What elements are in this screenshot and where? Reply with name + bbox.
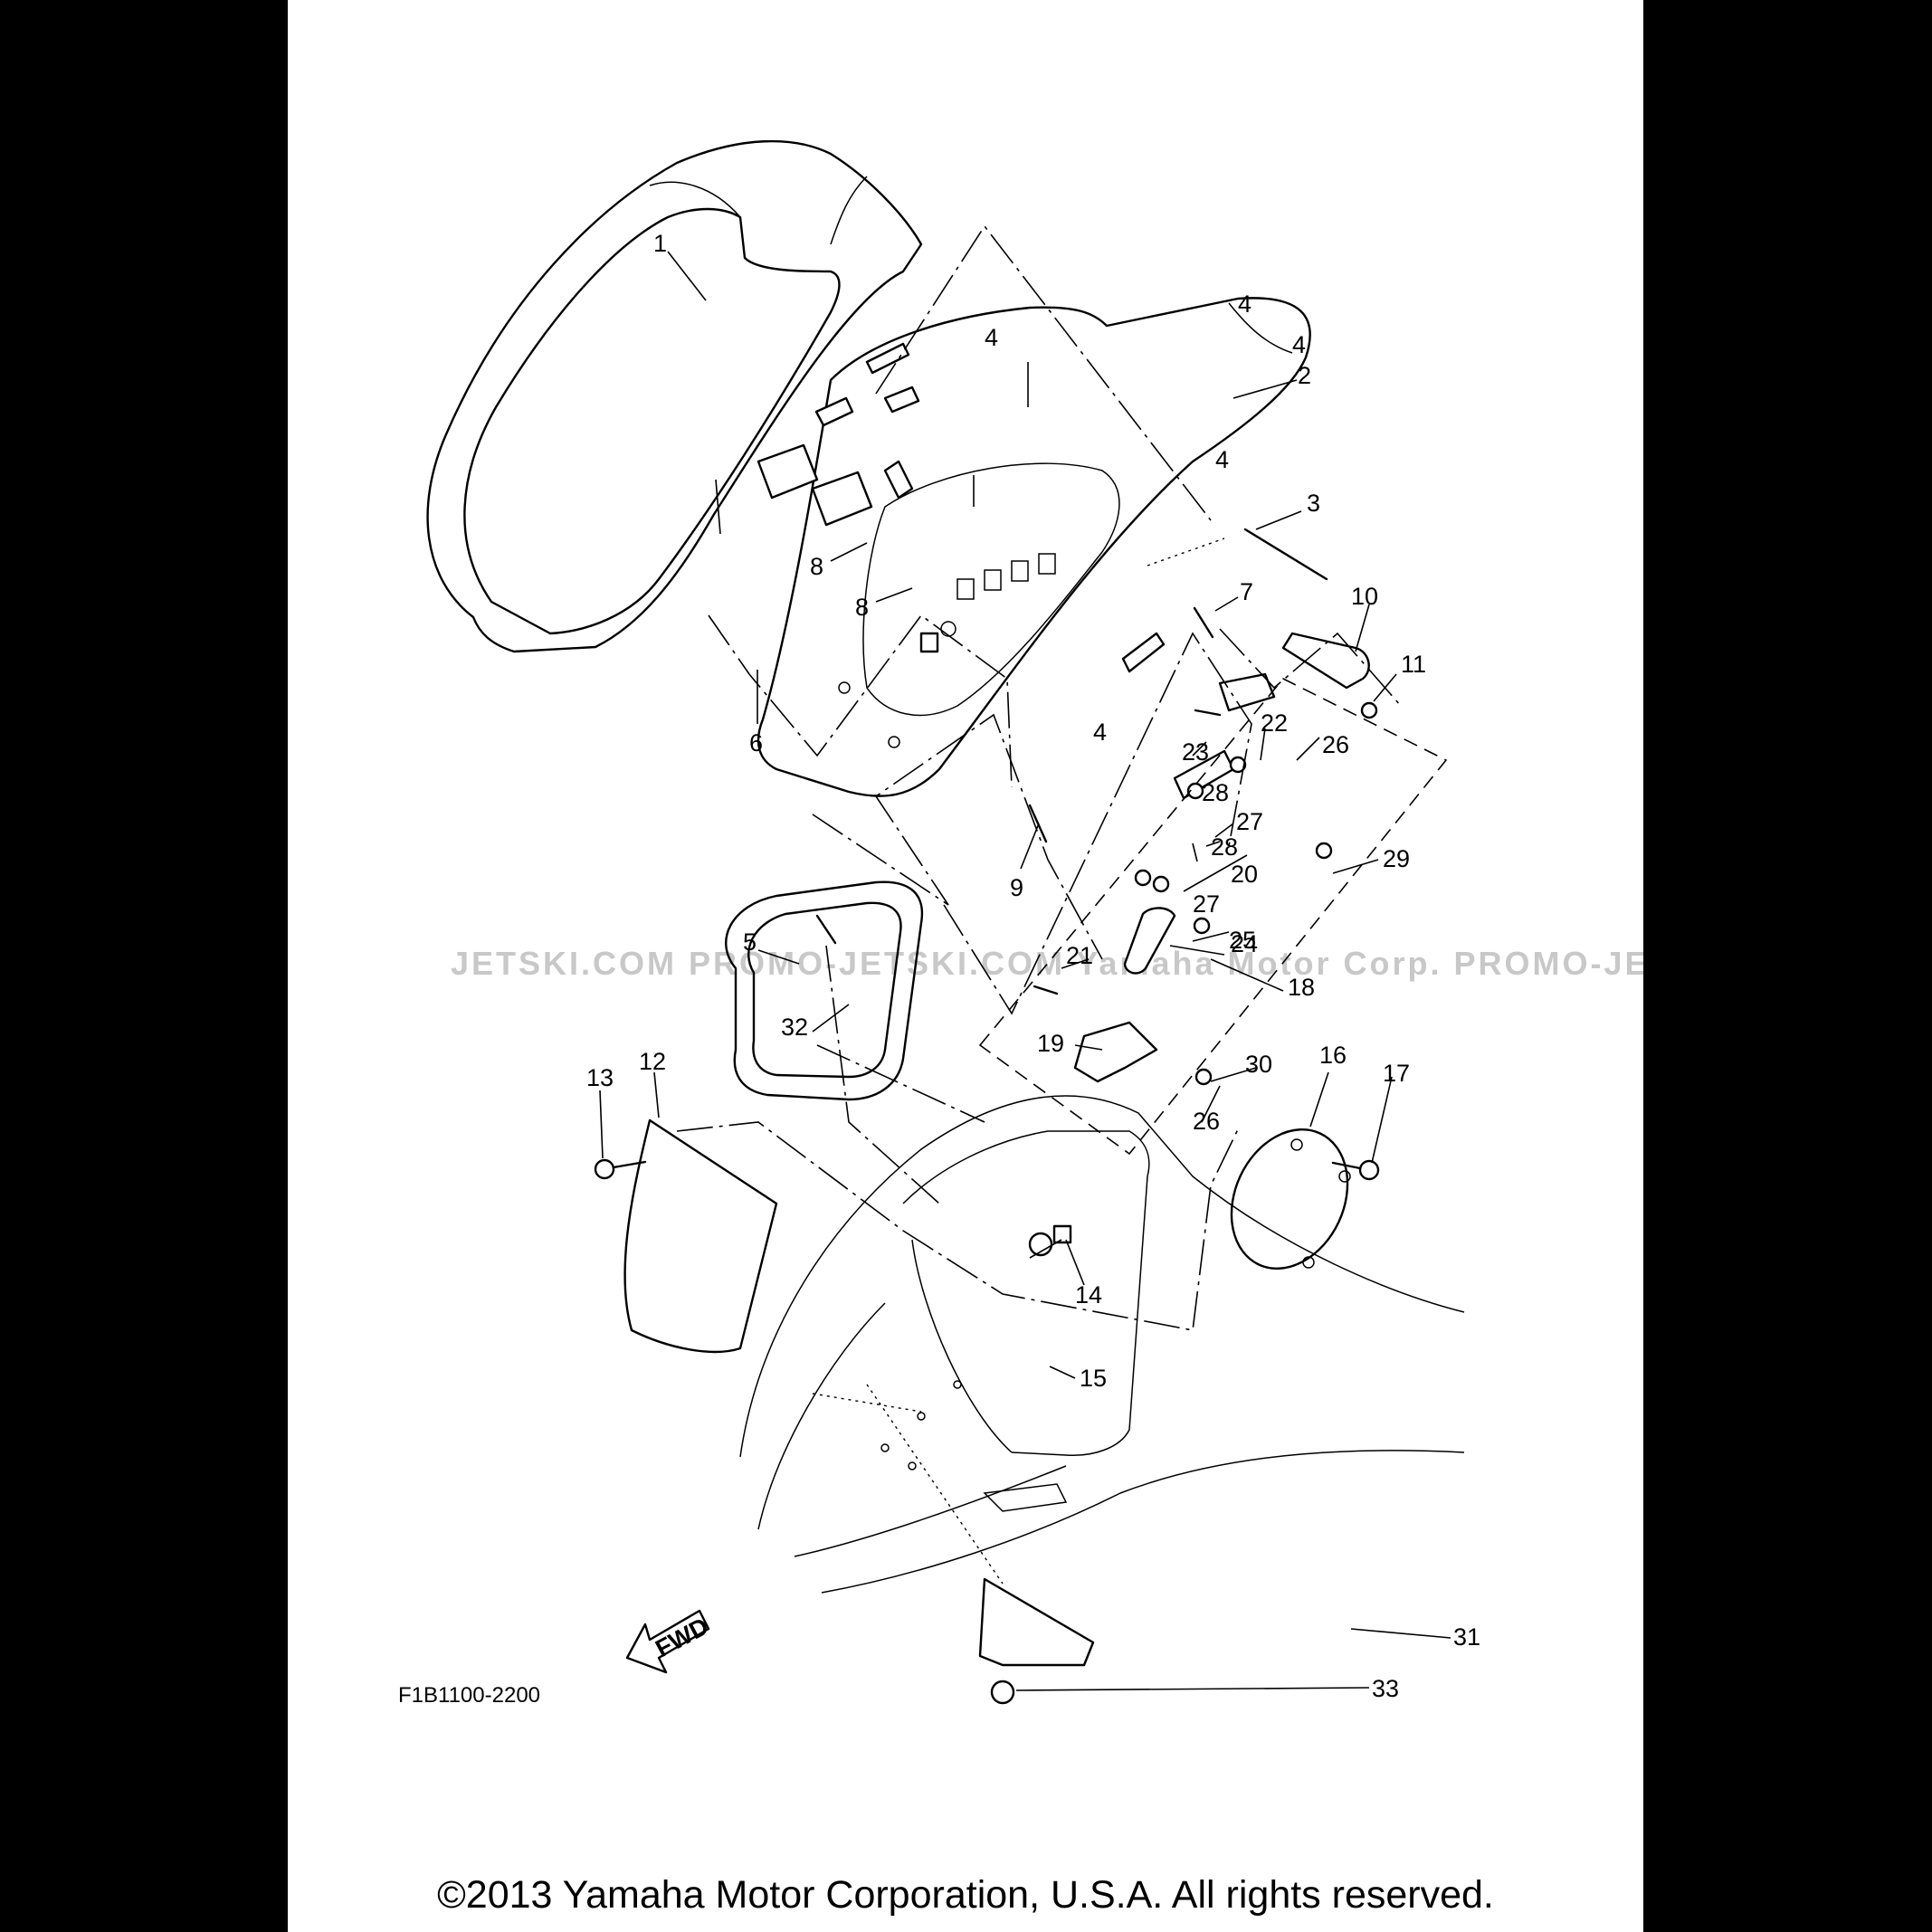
callout-30: 30 bbox=[1245, 1051, 1272, 1078]
plug-15 bbox=[1028, 1232, 1053, 1257]
callout-28b: 28 bbox=[1211, 833, 1238, 861]
copyright-notice: ©2013 Yamaha Motor Corporation, U.S.A. A… bbox=[437, 1873, 1494, 1917]
seat-base-part bbox=[757, 297, 1311, 797]
gasket-ring-part bbox=[725, 880, 924, 1101]
callout-7: 7 bbox=[1240, 578, 1253, 605]
hull-body bbox=[739, 1095, 1465, 1594]
callout-4b: 4 bbox=[1292, 331, 1306, 358]
callout-25: 25 bbox=[1229, 927, 1256, 954]
callout-4e: 4 bbox=[985, 324, 998, 351]
callout-1: 1 bbox=[653, 230, 667, 257]
seat-part bbox=[426, 139, 923, 653]
callout-4a: 4 bbox=[1238, 290, 1252, 318]
clip-part bbox=[919, 632, 939, 653]
fastener-32 bbox=[815, 914, 837, 945]
bolt-13 bbox=[594, 1158, 647, 1180]
nut-33 bbox=[990, 1680, 1015, 1705]
watermark: JETSKI.COM PROMO-JETSKI.COM Yamaha Motor… bbox=[451, 945, 1643, 982]
callout-4c: 4 bbox=[1215, 446, 1229, 473]
latch-lever-part bbox=[1281, 632, 1370, 690]
callout-6: 6 bbox=[749, 729, 763, 757]
relation-lines bbox=[676, 224, 1402, 1331]
callout-4d: 4 bbox=[1093, 719, 1107, 746]
cover-part bbox=[1230, 1128, 1351, 1271]
callout-29: 29 bbox=[1383, 845, 1410, 872]
callout-24: 24 bbox=[1231, 930, 1258, 957]
screw-11 bbox=[1360, 701, 1378, 719]
callout-20: 20 bbox=[1231, 861, 1258, 888]
latch-group-outline bbox=[978, 678, 1448, 1156]
callout-17: 17 bbox=[1383, 1060, 1410, 1087]
callout-18: 18 bbox=[1288, 974, 1315, 1001]
pin-parts bbox=[1028, 606, 1214, 843]
callout-22: 22 bbox=[1261, 709, 1288, 737]
callout-3: 3 bbox=[1307, 490, 1320, 517]
callout-2: 2 bbox=[1298, 362, 1311, 389]
callout-31: 31 bbox=[1453, 1623, 1480, 1651]
callout-27b: 27 bbox=[1193, 890, 1220, 918]
clip-14 bbox=[1052, 1224, 1072, 1244]
fwd-arrow-icon: FWD bbox=[625, 1609, 713, 1674]
callout-23: 23 bbox=[1182, 738, 1209, 766]
latch-assembly bbox=[1033, 672, 1333, 1086]
callout-27a: 27 bbox=[1236, 808, 1263, 835]
callout-10: 10 bbox=[1351, 583, 1378, 610]
callout-numbers: 1 2 3 4 4 4 4 4 5 6 7 8 8 9 10 11 12 13 … bbox=[586, 230, 1480, 1702]
callout-16: 16 bbox=[1319, 1042, 1347, 1069]
callout-26a: 26 bbox=[1322, 731, 1349, 758]
bracket-parts bbox=[757, 443, 873, 527]
callout-28a: 28 bbox=[1202, 779, 1229, 806]
pad-parts bbox=[814, 342, 1166, 673]
callout-13: 13 bbox=[586, 1064, 614, 1091]
leader-lines bbox=[599, 251, 1451, 1691]
panel-part bbox=[623, 1118, 778, 1354]
callout-26b: 26 bbox=[1193, 1108, 1220, 1135]
callout-8b: 8 bbox=[855, 594, 869, 621]
parts-diagram-sheet: JETSKI.COM PROMO-JETSKI.COM Yamaha Motor… bbox=[288, 0, 1643, 1932]
callout-14: 14 bbox=[1075, 1281, 1102, 1309]
callout-19: 19 bbox=[1037, 1030, 1064, 1057]
callout-8a: 8 bbox=[810, 553, 823, 580]
drawing-number: F1B1100-2200 bbox=[398, 1683, 541, 1708]
callout-9: 9 bbox=[1010, 874, 1023, 901]
callout-32: 32 bbox=[781, 1014, 808, 1041]
callout-5: 5 bbox=[743, 928, 757, 956]
callout-33: 33 bbox=[1372, 1675, 1399, 1702]
screw-17 bbox=[1331, 1159, 1380, 1181]
exploded-parts-diagram: JETSKI.COM PROMO-JETSKI.COM Yamaha Motor… bbox=[426, 139, 1643, 1705]
callout-15: 15 bbox=[1080, 1365, 1107, 1392]
rod-part bbox=[1243, 528, 1328, 581]
callout-11: 11 bbox=[1401, 651, 1426, 678]
callout-12: 12 bbox=[639, 1048, 666, 1075]
bracket-plate-31 bbox=[978, 1577, 1095, 1667]
callout-21: 21 bbox=[1066, 942, 1093, 969]
